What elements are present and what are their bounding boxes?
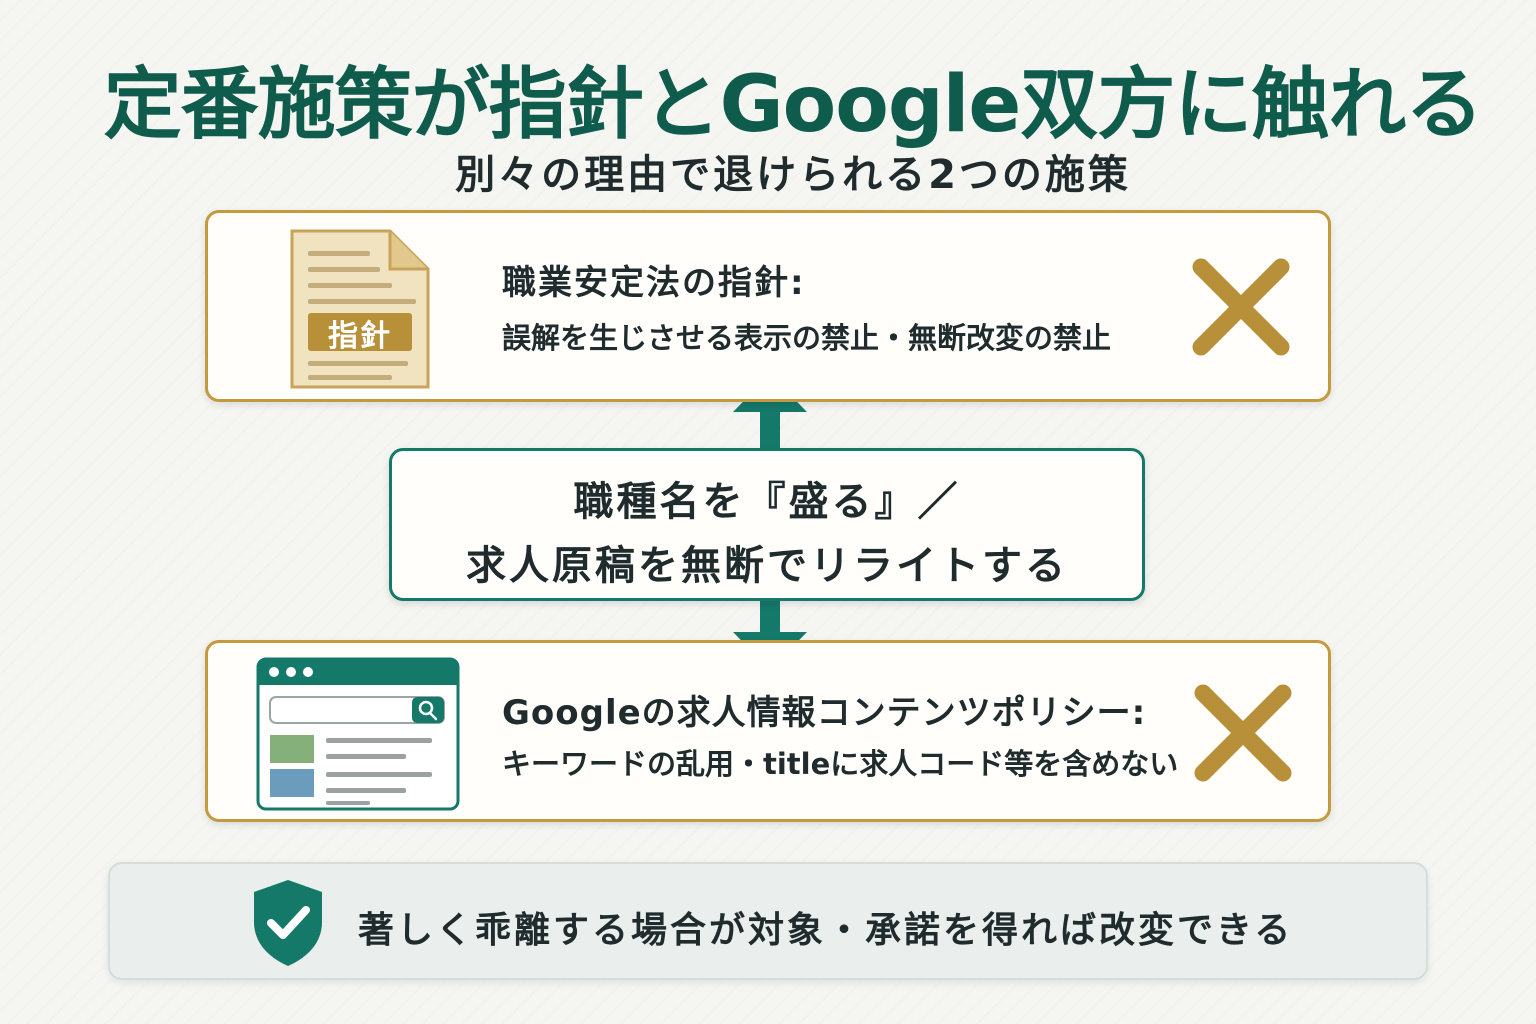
document-icon-label: 指針	[328, 319, 392, 354]
page-title: 定番施策が指針とGoogle双方に触れる	[103, 60, 1484, 150]
guideline-detail: 誤解を生じさせる表示の禁止・無断改変の禁止	[502, 321, 1112, 355]
practice-line-1: 職種名を『盛る』／	[573, 479, 961, 525]
shield-check-icon	[254, 880, 322, 966]
google-policy-detail: キーワードの乱用・titleに求人コード等を含めない	[502, 747, 1179, 781]
google-policy-card: Googleの求人情報コンテンツポリシー: キーワードの乱用・titleに求人コ…	[205, 640, 1331, 822]
guideline-document-icon	[290, 229, 430, 389]
guideline-heading: 職業安定法の指針:	[502, 263, 806, 303]
search-browser-icon	[256, 657, 460, 811]
exception-note-text: 著しく乖離する場合が対象・承諾を得れば改変できる	[358, 910, 1294, 951]
cross-icon	[1194, 684, 1292, 782]
arrow-down-stem	[760, 598, 780, 634]
practice-line-2: 求人原稿を無断でリライトする	[466, 543, 1068, 589]
cross-icon	[1192, 258, 1290, 356]
guideline-card: 指針 職業安定法の指針: 誤解を生じさせる表示の禁止・無断改変の禁止	[205, 210, 1331, 402]
page-subtitle: 別々の理由で退けられる2つの施策	[455, 152, 1131, 198]
practice-card: 職種名を『盛る』／ 求人原稿を無断でリライトする	[389, 448, 1145, 601]
google-policy-heading: Googleの求人情報コンテンツポリシー:	[502, 693, 1147, 733]
exception-note: 著しく乖離する場合が対象・承諾を得れば改変できる	[108, 862, 1428, 980]
arrow-up-stem	[760, 410, 780, 450]
